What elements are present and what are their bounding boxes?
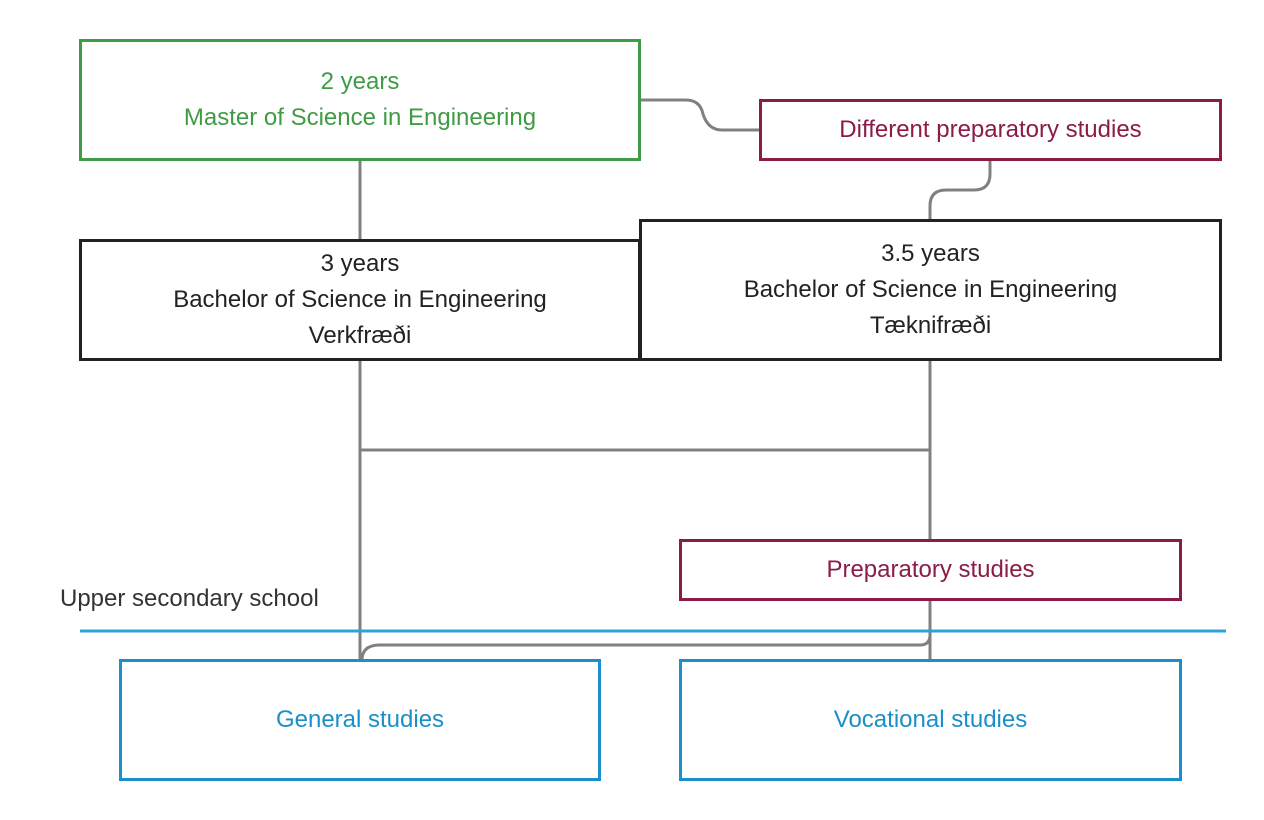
bachelor-verk-duration: 3 years bbox=[320, 250, 400, 277]
bachelor-taekni-degree: Bachelor of Science in Engineering bbox=[743, 276, 1118, 303]
bachelor-verk-field: Verkfræði bbox=[308, 322, 412, 349]
bachelor-verk-box: 3 years Bachelor of Science in Engineeri… bbox=[79, 239, 641, 361]
connector-prep-general bbox=[360, 600, 932, 661]
prep-box: Preparatory studies bbox=[679, 539, 1182, 601]
master-degree: Master of Science in Engineering bbox=[183, 104, 537, 131]
different-prep-box: Different preparatory studies bbox=[759, 99, 1222, 161]
vocational-studies-box: Vocational studies bbox=[679, 659, 1182, 781]
different-prep-label: Different preparatory studies bbox=[839, 116, 1142, 143]
bachelor-taekni-box: 3.5 years Bachelor of Science in Enginee… bbox=[639, 219, 1222, 361]
upper-secondary-label: Upper secondary school bbox=[60, 585, 319, 612]
vocational-studies-label: Vocational studies bbox=[833, 706, 1028, 733]
general-studies-label: General studies bbox=[275, 706, 445, 733]
bachelor-taekni-duration: 3.5 years bbox=[881, 240, 980, 267]
prep-label: Preparatory studies bbox=[826, 556, 1035, 583]
bachelor-verk-degree: Bachelor of Science in Engineering bbox=[173, 286, 547, 313]
master-duration: 2 years bbox=[320, 68, 400, 95]
connector-master-diffprep bbox=[640, 98, 760, 132]
master-box: 2 years Master of Science in Engineering bbox=[79, 39, 641, 161]
connector-diffprep-taekni bbox=[928, 160, 992, 220]
general-studies-box: General studies bbox=[119, 659, 601, 781]
bachelor-taekni-field: Tæknifræði bbox=[869, 312, 992, 339]
